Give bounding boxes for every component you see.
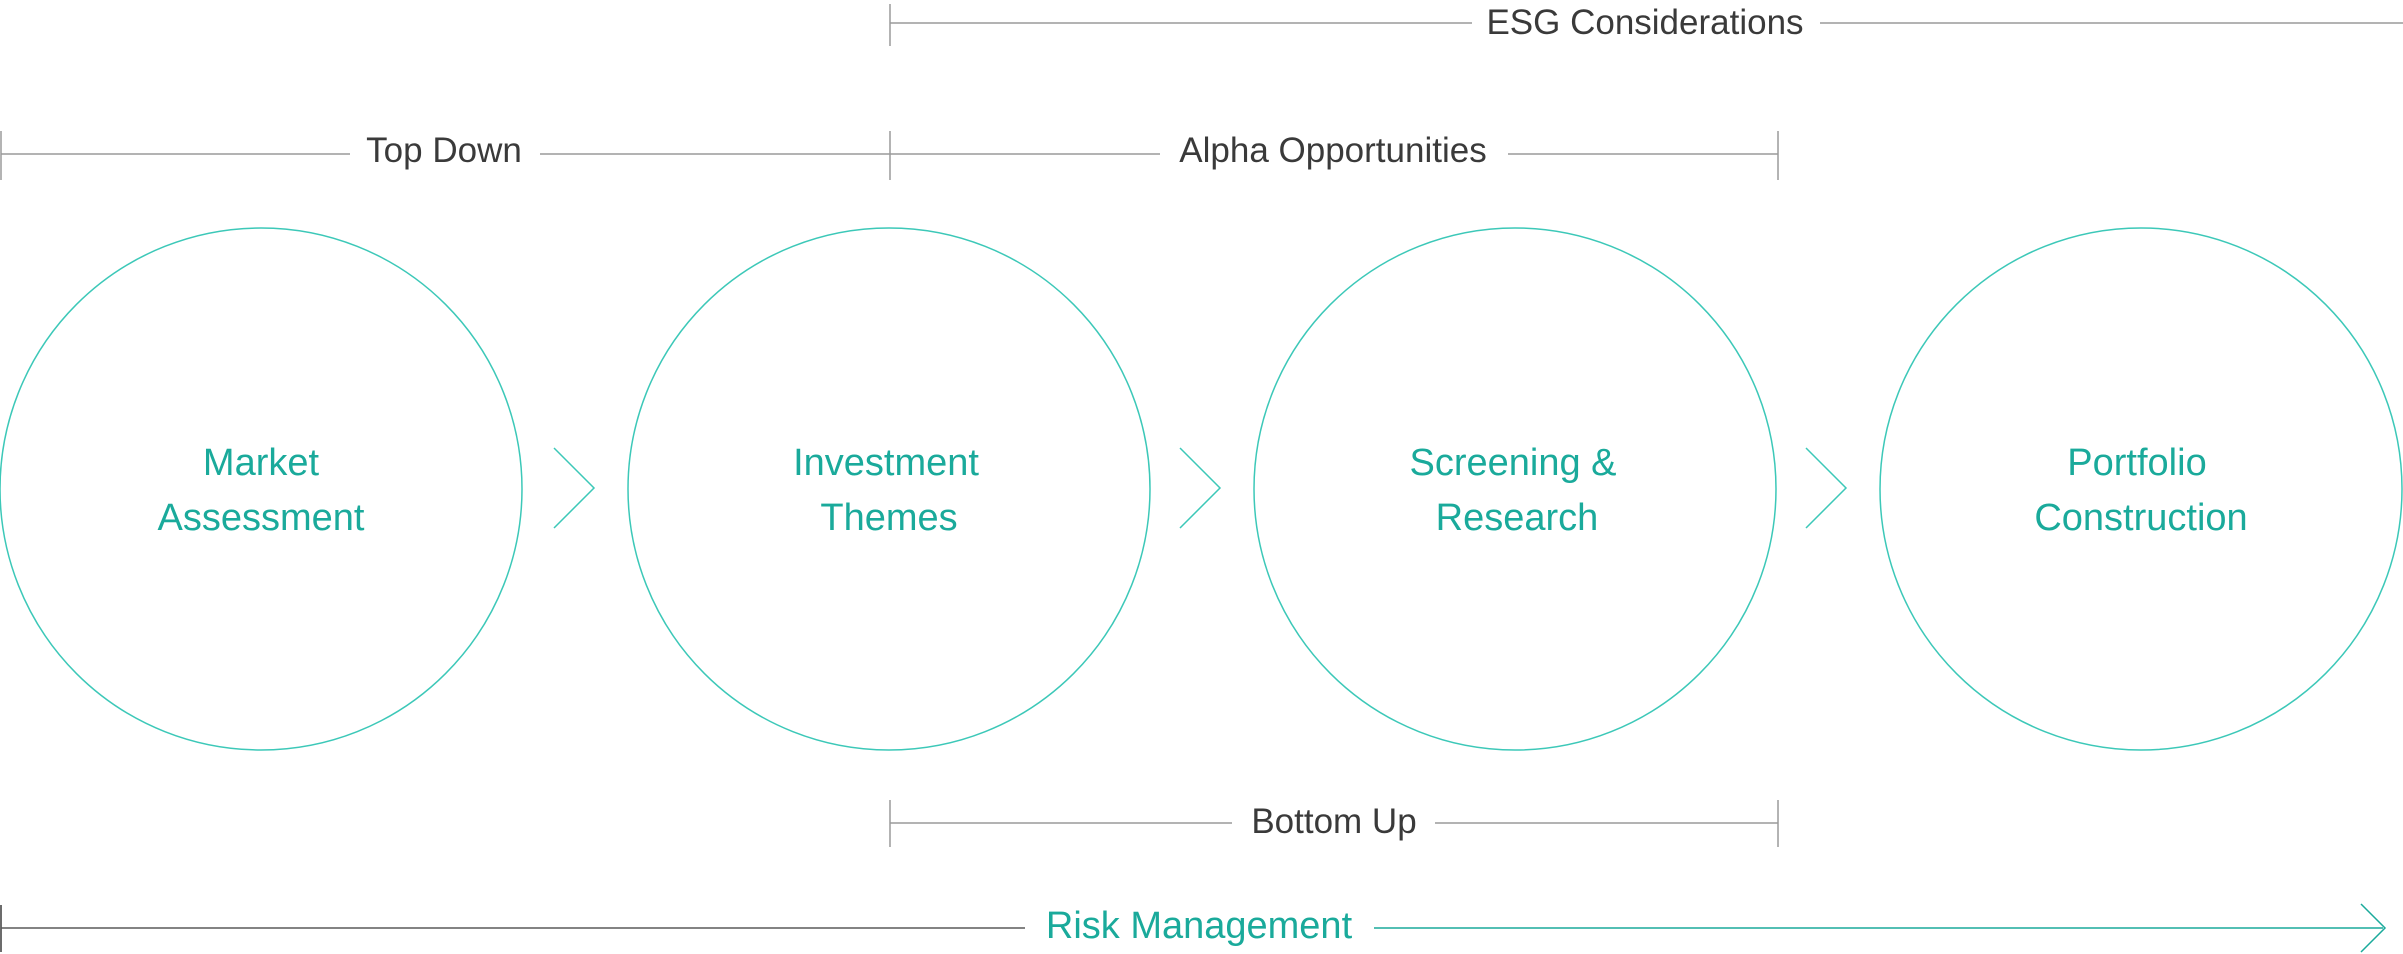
esg-considerations-bracket: ESG Considerations [889, 3, 2403, 46]
step-circle [0, 227, 523, 751]
step-investment-themes: Investment Themes [627, 227, 1151, 751]
arrow-right-icon [2360, 903, 2387, 953]
top-down-label: Top Down [366, 131, 522, 170]
step-circle [1253, 227, 1777, 751]
step-circle [1879, 227, 2403, 751]
step-label-line1: Screening & [1409, 442, 1616, 484]
chevron-right-icon [1179, 447, 1222, 529]
step-portfolio-construction: Portfolio Construction [1879, 227, 2403, 751]
top-down-bracket: Top Down [0, 131, 891, 180]
step-circle [627, 227, 1151, 751]
step-label-line1: Investment [793, 442, 979, 484]
risk-management-label: Risk Management [1046, 905, 1353, 947]
step-screening-research: Screening & Research [1253, 227, 1777, 751]
step-label-line2: Research [1436, 497, 1599, 539]
esg-considerations-label: ESG Considerations [1486, 3, 1803, 42]
chevron-right-icon [1805, 447, 1848, 529]
alpha-opportunities-label: Alpha Opportunities [1179, 131, 1486, 170]
bottom-up-label: Bottom Up [1251, 802, 1416, 841]
step-market-assessment: Market Assessment [0, 227, 523, 751]
step-label-line1: Portfolio [2067, 442, 2206, 484]
step-label-line2: Themes [820, 497, 957, 539]
chevron-right-icon [553, 447, 596, 529]
step-label-line2: Construction [2034, 497, 2247, 539]
bottom-up-bracket: Bottom Up [889, 800, 1779, 847]
alpha-opportunities-bracket: Alpha Opportunities [890, 131, 1779, 180]
step-label-line2: Assessment [158, 497, 365, 539]
risk-management-arrow: Risk Management [0, 903, 2387, 953]
step-label-line1: Market [203, 442, 320, 484]
